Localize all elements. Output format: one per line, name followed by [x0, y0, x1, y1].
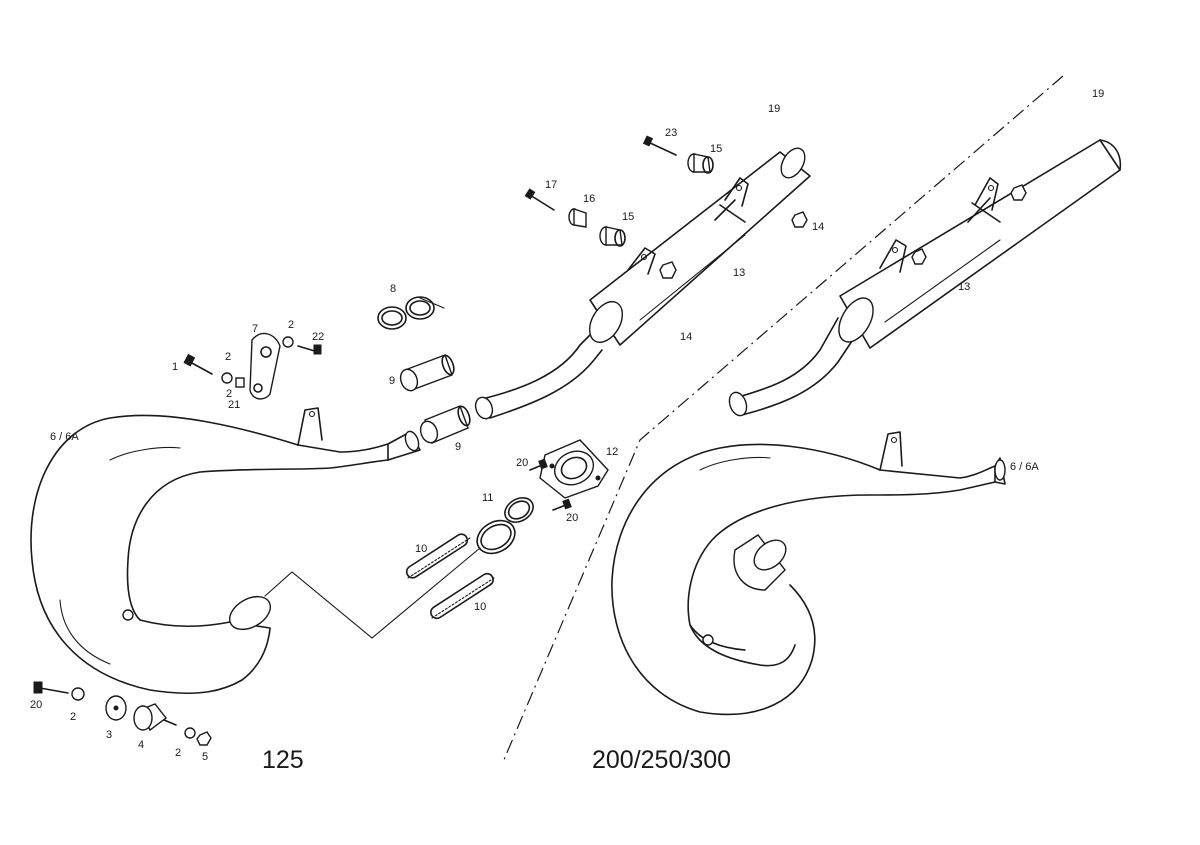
callout-2: 2	[175, 747, 181, 759]
callout-2: 2	[70, 711, 76, 723]
rubber-mount-4	[133, 703, 177, 732]
expansion-chamber-left	[30, 407, 421, 695]
screw-17	[529, 194, 555, 211]
callout-23: 23	[665, 127, 677, 139]
bushing-16	[568, 208, 587, 228]
screw-flange-lower	[552, 504, 567, 511]
nut-21	[235, 377, 245, 388]
bolt-20-lower	[39, 687, 69, 694]
callout-19: 19	[768, 103, 780, 115]
callout-20: 20	[516, 457, 528, 469]
coupler-lower	[419, 405, 471, 444]
coupler-upper	[399, 354, 455, 392]
leader-zigzag	[264, 547, 481, 639]
washer-2-b	[282, 336, 294, 348]
callout-9: 9	[455, 441, 461, 453]
o-ring-small	[504, 497, 534, 523]
clamp-springs	[377, 296, 445, 330]
callout-20: 20	[30, 699, 42, 711]
exhaust-flange	[539, 439, 609, 499]
callout-2: 2	[226, 388, 232, 400]
callout-19-right: 19	[1092, 88, 1104, 100]
callout-6-6a-left: 6 / 6A	[50, 431, 79, 443]
callout-2: 2	[225, 351, 231, 363]
grommet-15-upper	[687, 153, 714, 174]
o-ring-large	[476, 519, 516, 555]
washer-2-a	[221, 372, 233, 384]
washer-2-c	[71, 687, 85, 701]
silencer-right	[728, 139, 1122, 417]
spring-upper	[405, 533, 471, 579]
mount-bracket-7	[249, 332, 281, 400]
nut-14-upper	[791, 211, 808, 228]
callout-11: 11	[482, 492, 493, 504]
callout-17: 17	[545, 179, 557, 191]
model-label-left: 125	[262, 746, 304, 774]
model-label-right: 200/250/300	[592, 746, 731, 774]
callout-8: 8	[390, 283, 396, 295]
separator-line	[502, 75, 1064, 763]
callout-12: 12	[606, 446, 618, 458]
callout-13: 13	[733, 267, 745, 279]
callout-20: 20	[566, 512, 578, 524]
callout-labels: 1 2 2 21 7 2 22 8 9 9 6 / 6A 23 15 19 17…	[30, 88, 1104, 763]
callout-15: 15	[622, 211, 634, 223]
nut-5	[196, 731, 212, 746]
spring-lower	[430, 572, 495, 620]
callout-10: 10	[474, 601, 486, 613]
callout-14: 14	[680, 331, 692, 343]
callout-13-right: 13	[958, 281, 970, 293]
callout-4: 4	[138, 739, 144, 751]
nut-14-lower	[659, 261, 677, 279]
grommet-15-lower	[599, 226, 626, 247]
callout-6-6a-right: 6 / 6A	[1010, 461, 1039, 473]
callout-14: 14	[812, 221, 824, 233]
callout-2: 2	[288, 319, 294, 331]
screw-23	[647, 141, 677, 156]
washer-2-d	[184, 727, 196, 739]
callout-9: 9	[389, 375, 395, 387]
callout-3: 3	[106, 729, 112, 741]
callout-21: 21	[228, 399, 240, 411]
callout-5: 5	[202, 751, 208, 763]
callout-22: 22	[312, 331, 324, 343]
silencer-left	[474, 147, 811, 420]
callout-15: 15	[710, 143, 722, 155]
bolt-1	[189, 361, 213, 375]
expansion-chamber-right	[611, 431, 1006, 716]
callout-1: 1	[172, 361, 178, 373]
callout-16: 16	[583, 193, 595, 205]
callout-7: 7	[252, 323, 258, 335]
callout-10: 10	[415, 543, 427, 555]
